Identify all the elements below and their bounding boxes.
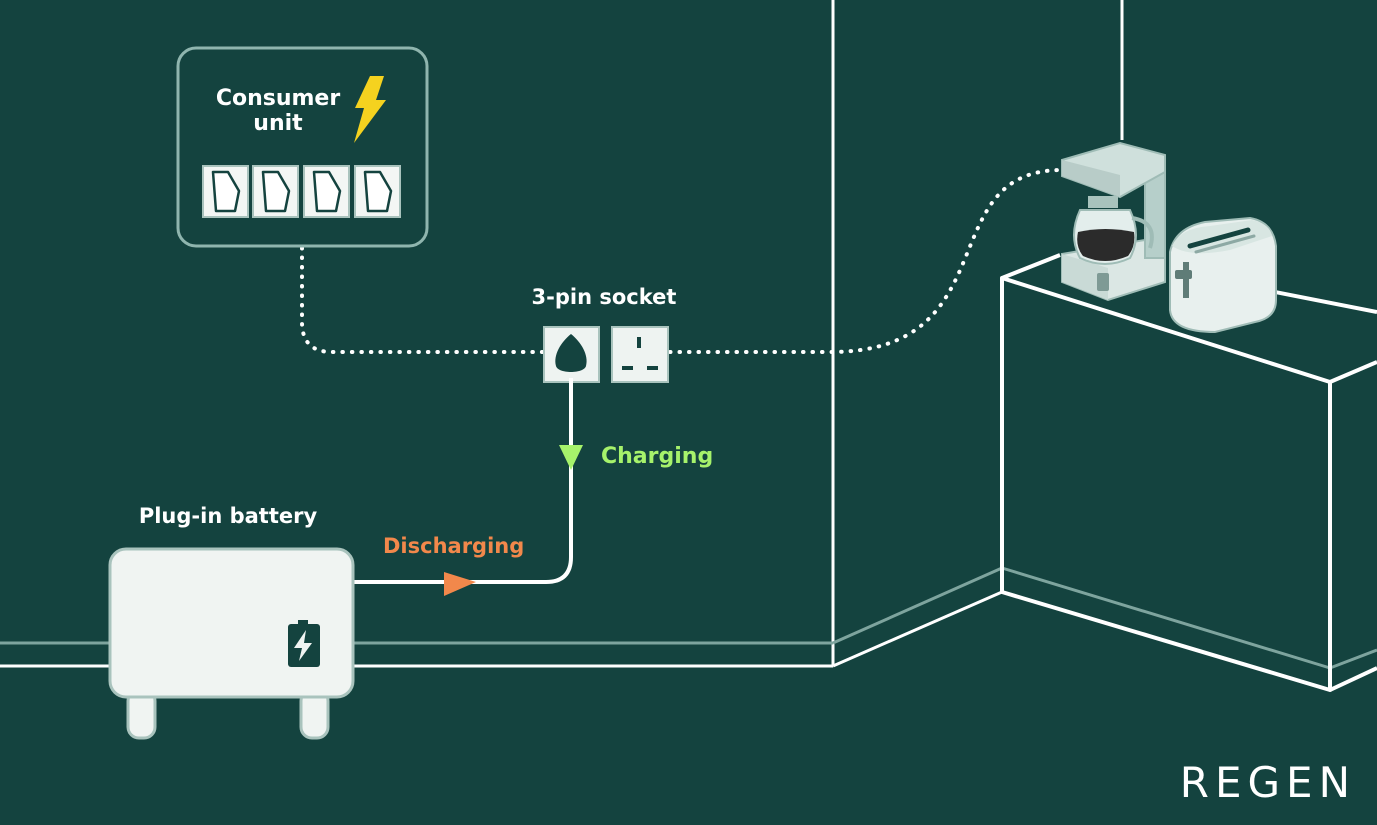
- breaker-switch: [303, 165, 350, 218]
- charging-label: Charging: [601, 444, 713, 469]
- mains-wiring: [300, 168, 1064, 354]
- consumer-unit-label-line1: Consumer: [216, 86, 341, 111]
- battery-label: Plug-in battery: [139, 504, 318, 528]
- discharging-arrow-icon: [444, 572, 476, 596]
- discharging-label: Discharging: [383, 534, 524, 558]
- circuit-breaker-switches: [202, 165, 401, 218]
- plug-in-battery: [108, 547, 355, 740]
- plug-icon: [555, 334, 587, 372]
- charging-arrow-icon: [559, 445, 583, 470]
- wall-socket: [543, 326, 669, 383]
- coffee-maker: [1061, 141, 1166, 302]
- consumer-unit: Consumer unit: [176, 46, 429, 248]
- socket-pin-holes: [622, 337, 658, 370]
- socket-label: 3-pin socket: [532, 285, 677, 309]
- breaker-switch: [202, 165, 249, 218]
- toaster: [1169, 216, 1277, 334]
- lightning-bolt-icon: [354, 76, 386, 143]
- regen-logo: REGEN: [1180, 758, 1356, 807]
- battery-charging-icon: [288, 620, 320, 667]
- breaker-switch: [354, 165, 401, 218]
- kitchen-counter: [1000, 253, 1377, 692]
- consumer-unit-label-line2: unit: [253, 111, 303, 136]
- breaker-switch: [252, 165, 299, 218]
- battery-cable: [354, 378, 573, 584]
